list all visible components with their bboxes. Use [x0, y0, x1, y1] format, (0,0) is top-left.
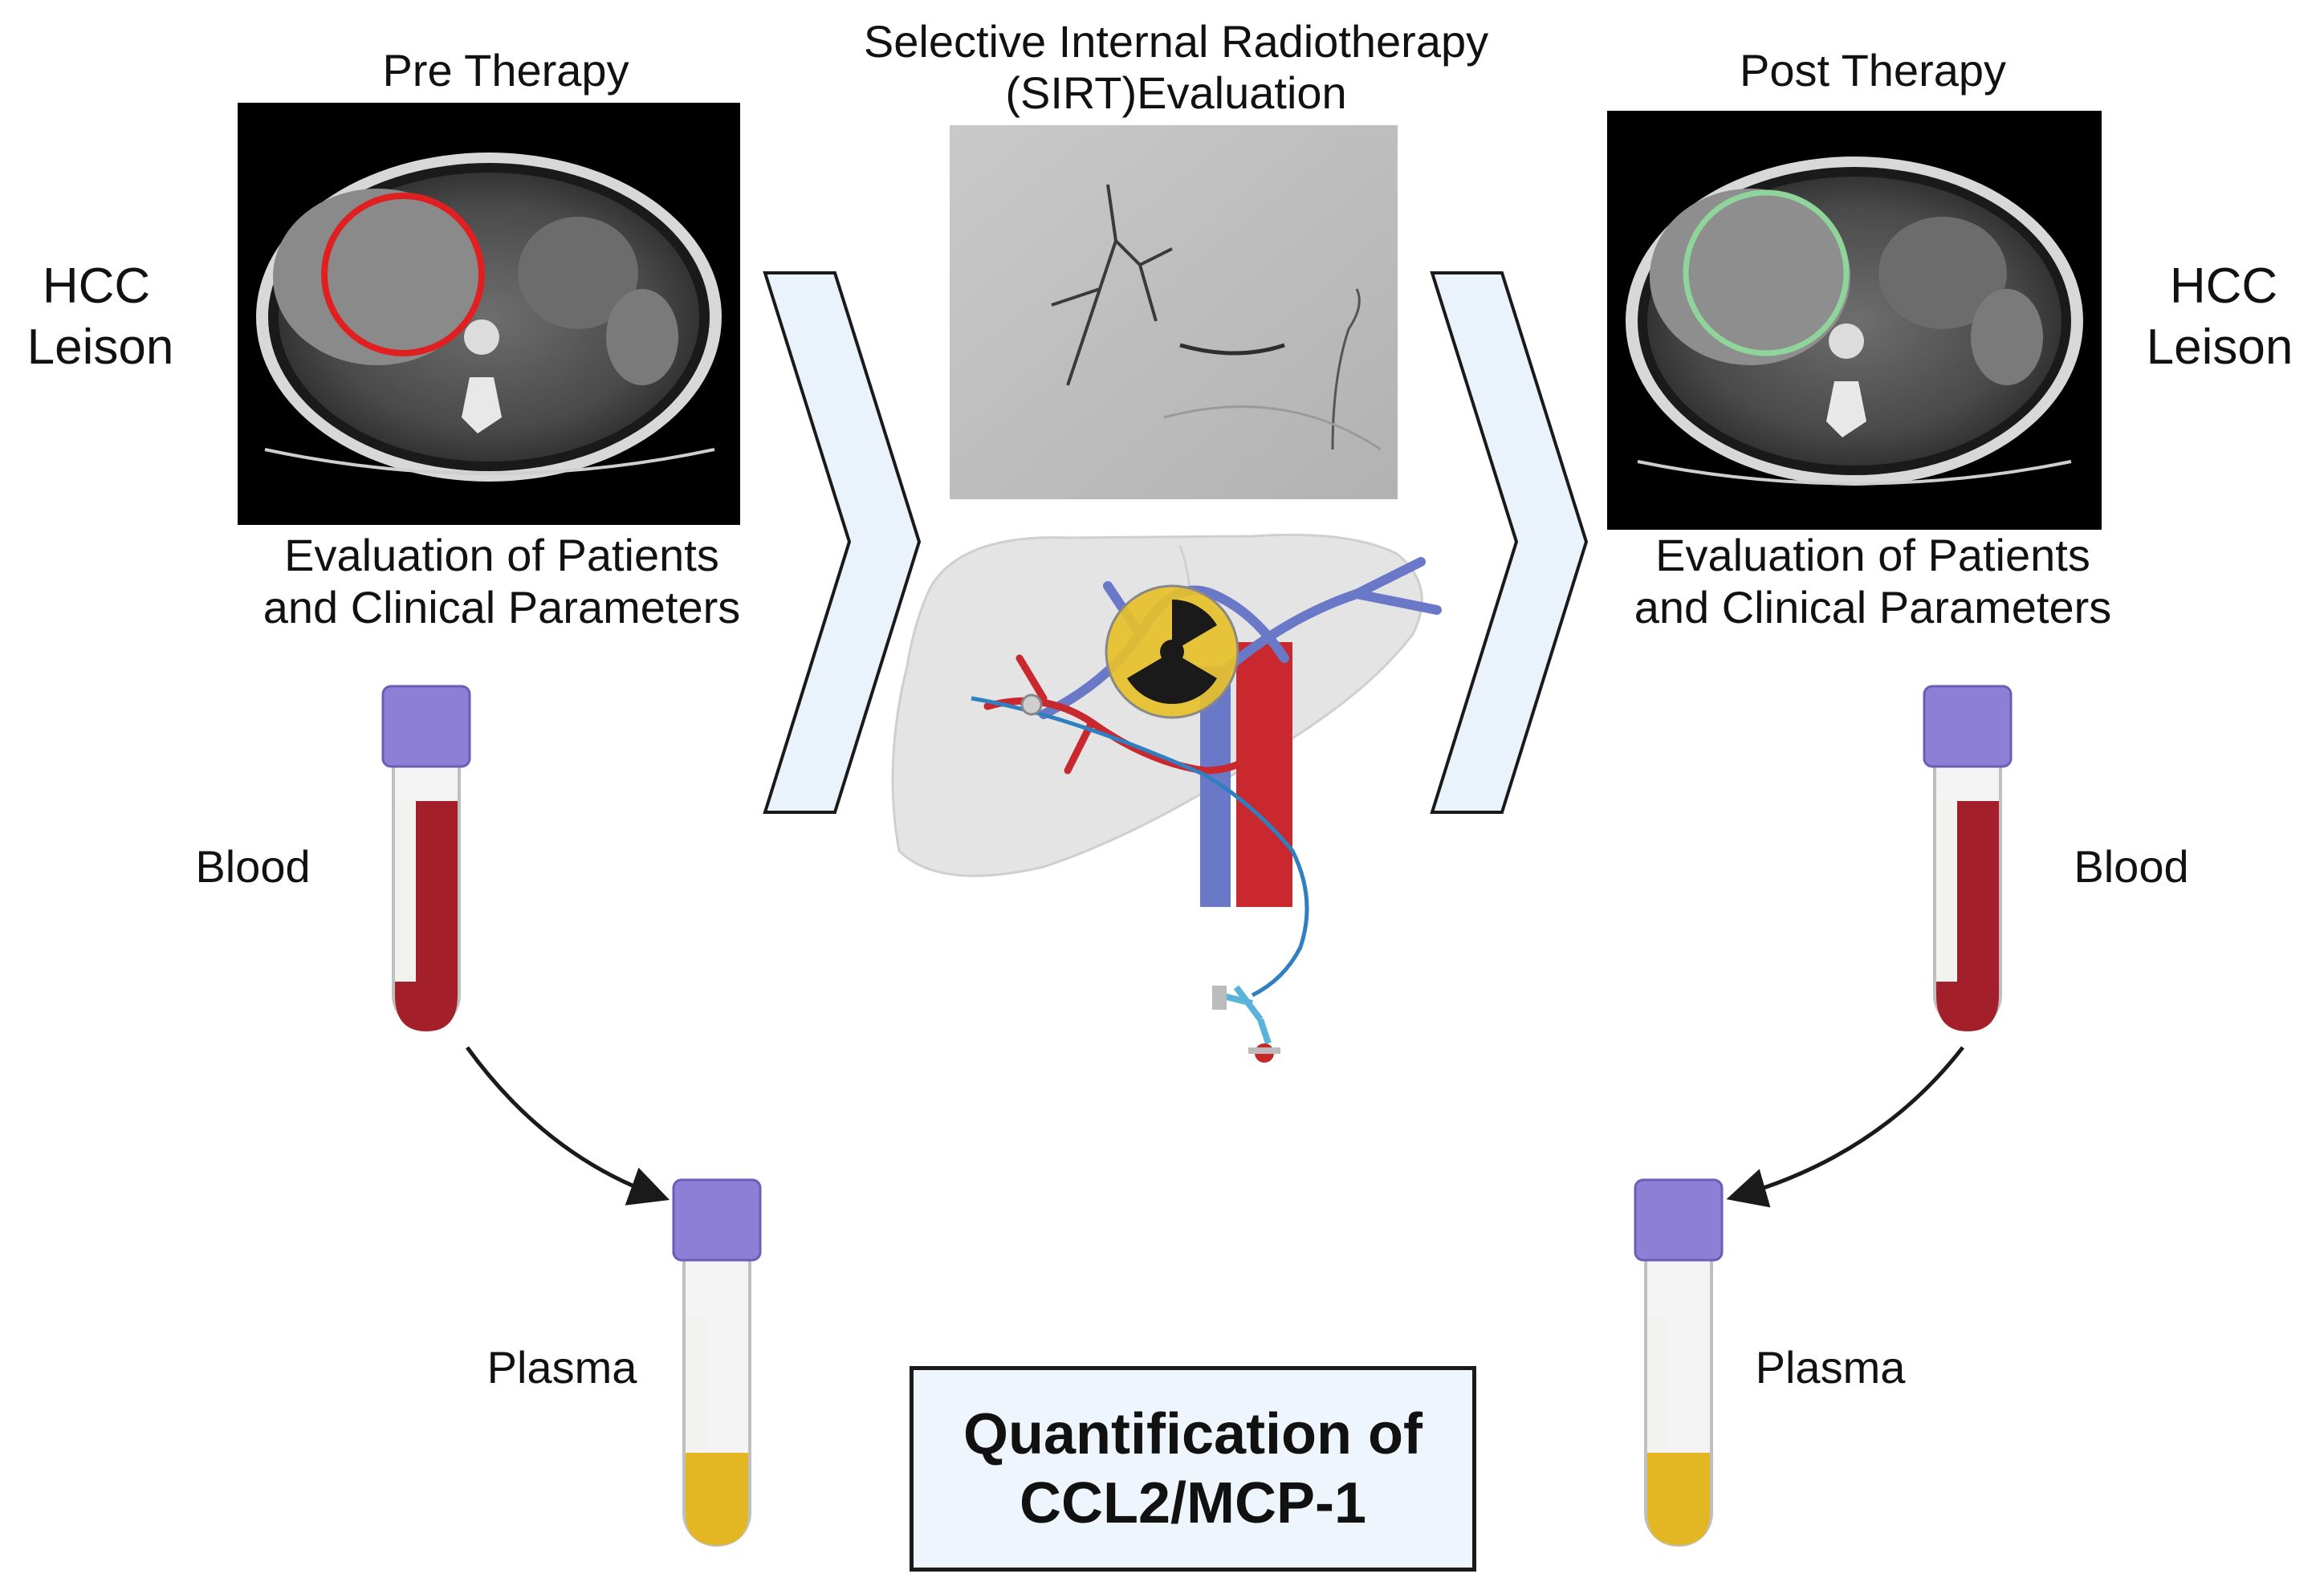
pre-caption-line2: and Clinical Parameters	[263, 582, 741, 632]
sirt-title-line2: (SIRT)Evaluation	[1005, 67, 1347, 118]
quantification-box: Quantification of CCL2/MCP-1	[910, 1366, 1476, 1572]
sirt-title-line1: Selective Internal Radiotherapy	[863, 16, 1489, 67]
pre-plasma-tube-icon	[672, 1178, 762, 1547]
post-therapy-title: Post Therapy	[1739, 45, 2007, 96]
post-plasma-label: Plasma	[1755, 1342, 1906, 1393]
post-caption-line2: and Clinical Parameters	[1634, 582, 2112, 632]
post-blood-tube-icon	[1923, 685, 2013, 1031]
pre-caption-line1: Evaluation of Patients	[284, 530, 719, 580]
post-ct-scan-image	[1607, 111, 2102, 530]
pre-blood-label: Blood	[195, 841, 311, 892]
post-plasma-tube-icon	[1634, 1178, 1724, 1547]
pre-hcc-label-line1: HCC	[42, 258, 151, 314]
radiation-icon	[1105, 584, 1239, 719]
post-hcc-label-line2: Leison	[2146, 319, 2293, 375]
left-chevron-right-icon	[763, 271, 922, 814]
post-lesion-circle	[1683, 189, 1850, 356]
post-caption-line1: Evaluation of Patients	[1655, 530, 2090, 580]
pre-plasma-label: Plasma	[486, 1342, 637, 1393]
pre-blood-to-plasma-arrow	[465, 1046, 670, 1206]
post-hcc-label-line1: HCC	[2169, 258, 2278, 314]
quantification-line1: Quantification of	[963, 1401, 1422, 1466]
pre-hcc-label-line2: Leison	[26, 319, 174, 375]
right-chevron-right-icon	[1430, 271, 1589, 814]
pre-ct-scan-image	[238, 103, 740, 525]
pre-lesion-circle	[321, 193, 485, 356]
quantification-line2: CCL2/MCP-1	[1019, 1471, 1367, 1535]
post-blood-to-plasma-arrow	[1726, 1046, 1964, 1208]
post-blood-label: Blood	[2074, 841, 2189, 892]
pre-therapy-title: Pre Therapy	[382, 45, 629, 96]
pre-blood-tube-icon	[381, 685, 471, 1031]
sirt-angiogram-image	[950, 125, 1398, 499]
